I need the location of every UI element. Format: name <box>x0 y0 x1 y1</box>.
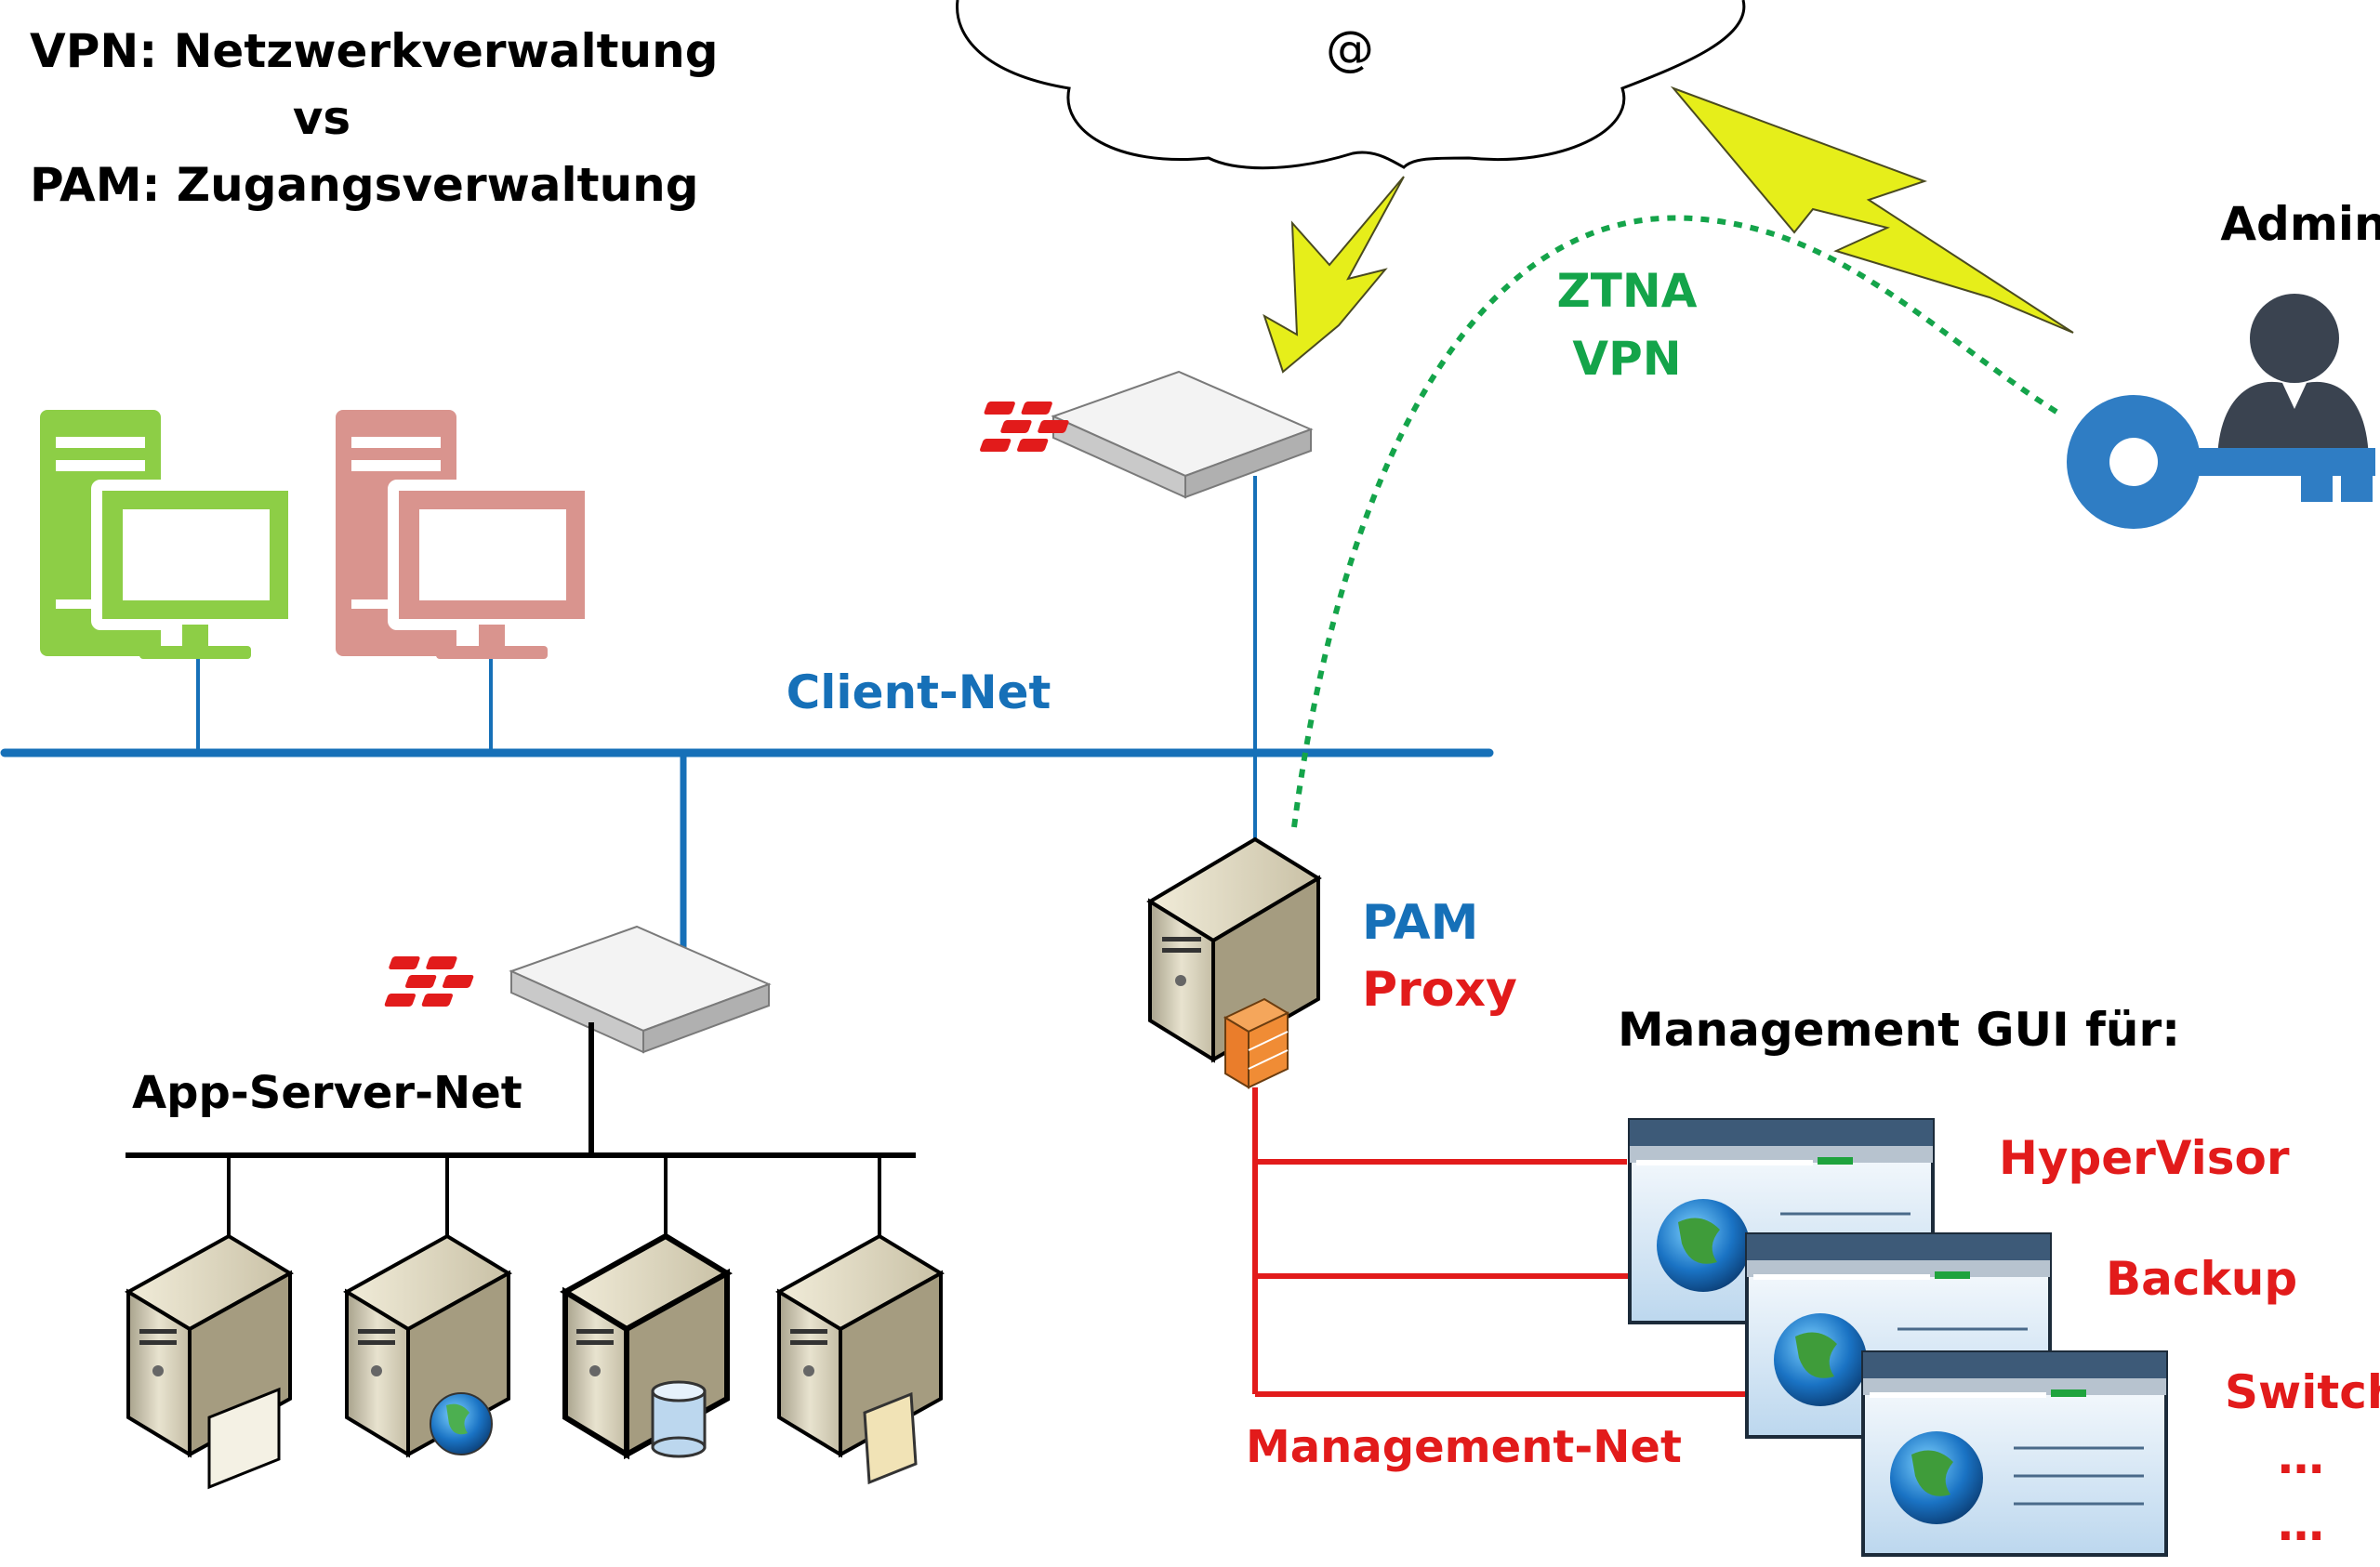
lightning-icon <box>1670 86 2074 334</box>
cloud-icon <box>956 0 1746 170</box>
admin: Admin <box>2067 197 2380 529</box>
key-icon <box>2067 395 2375 529</box>
header-line-3: PAM: Zugangsverwaltung <box>30 158 699 212</box>
admin-label: Admin <box>2220 197 2380 251</box>
target-hypervisor: HyperVisor <box>1999 1131 2290 1185</box>
client-net-label: Client-Net <box>787 665 1051 719</box>
pam-proxy-server: PAM Proxy <box>1146 836 1517 1089</box>
firewall-top <box>980 370 1314 499</box>
gui-window-switch <box>1861 1350 2168 1557</box>
database-server <box>560 1232 733 1460</box>
management-net-label: Management-Net <box>1246 1421 1682 1473</box>
firewall-app-net <box>384 925 772 1054</box>
pam-label: PAM <box>1362 895 1478 951</box>
cloud-label: @ <box>1326 21 1374 77</box>
file-server <box>775 1233 945 1485</box>
folder-icon <box>863 1391 918 1485</box>
ztna-vpn-tunnel: ZTNA VPN <box>1291 215 2061 828</box>
fortinet-logo-icon <box>384 956 474 1007</box>
client-pc-green <box>40 410 299 659</box>
client-pc-red <box>336 410 596 659</box>
management-targets: HyperVisor Backup Switch … … <box>1999 1131 2380 1551</box>
app-server-net-label: App-Server-Net <box>132 1067 522 1119</box>
header-line-2: vs <box>293 91 350 145</box>
ztna-label: ZTNA <box>1557 264 1698 318</box>
management-heading: Management GUI für: <box>1618 1003 2180 1057</box>
admin-user-icon <box>2217 294 2369 465</box>
fortinet-logo-icon <box>980 402 1069 452</box>
database-icon <box>651 1380 707 1458</box>
lightning-icon <box>1263 176 1405 374</box>
header-line-1: VPN: Netzwerkverwaltung <box>30 24 718 78</box>
mail-server <box>125 1233 294 1490</box>
target-more-1: … <box>2278 1430 2324 1484</box>
internet-cloud: @ <box>956 0 1746 170</box>
vpn-label: VPN <box>1572 332 1681 386</box>
client-net: Client-Net <box>0 476 1494 957</box>
app-server-net: App-Server-Net <box>126 1022 916 1236</box>
target-switch: Switch <box>2225 1365 2380 1419</box>
mail-icon <box>207 1387 281 1490</box>
target-backup: Backup <box>2106 1252 2297 1306</box>
target-more-2: … <box>2278 1497 2324 1551</box>
proxy-label: Proxy <box>1362 962 1517 1018</box>
firewall-brick-icon <box>1223 997 1290 1089</box>
header-title: VPN: Netzwerkverwaltung vs PAM: Zugangsv… <box>30 24 718 212</box>
web-server <box>343 1233 512 1458</box>
